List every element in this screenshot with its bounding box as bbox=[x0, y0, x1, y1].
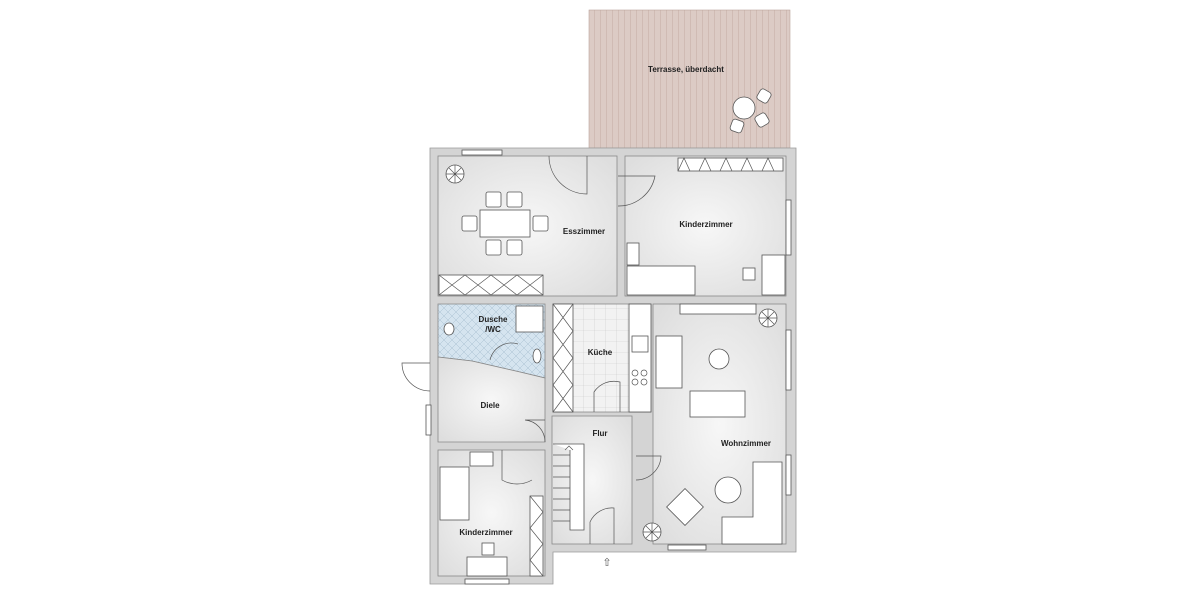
sideboard bbox=[438, 274, 544, 296]
plant-icon bbox=[642, 522, 662, 542]
terrace: Terrasse, überdacht bbox=[588, 9, 791, 149]
door[interactable] bbox=[501, 450, 533, 485]
round-table bbox=[714, 476, 742, 504]
wohnzimmer-label: Wohnzimmer bbox=[721, 439, 771, 448]
door[interactable] bbox=[617, 175, 656, 207]
window bbox=[667, 544, 707, 551]
kinderzimmer-top-label: Kinderzimmer bbox=[679, 220, 732, 229]
room-kinderzimmer-bottom: Kinderzimmer bbox=[437, 449, 546, 585]
esszimmer-label: Esszimmer bbox=[563, 227, 605, 236]
plant-icon bbox=[758, 308, 778, 328]
room-esszimmer: Esszimmer bbox=[437, 149, 618, 297]
corner-sofa bbox=[721, 461, 783, 545]
bed bbox=[439, 466, 470, 521]
window bbox=[785, 454, 792, 496]
room-flur: Flur ⇧ bbox=[551, 415, 633, 569]
door[interactable] bbox=[489, 342, 519, 361]
bed bbox=[626, 265, 696, 296]
door[interactable] bbox=[524, 419, 546, 443]
room-diele: Diele bbox=[401, 356, 546, 443]
window bbox=[425, 404, 432, 436]
kitchen-counter bbox=[628, 303, 652, 413]
diele-label: Diele bbox=[480, 401, 500, 410]
arrow-up-icon: ⇧ bbox=[602, 557, 611, 569]
stove-icon bbox=[631, 369, 648, 386]
tv-board bbox=[679, 303, 757, 315]
sofa bbox=[655, 335, 683, 389]
terrace-label: Terrasse, überdacht bbox=[648, 65, 724, 74]
terrace-table-set bbox=[729, 88, 772, 134]
room-kinderzimmer-top: Kinderzimmer bbox=[617, 155, 792, 297]
wardrobe bbox=[677, 157, 784, 172]
kinderzimmer-bottom-label: Kinderzimmer bbox=[459, 528, 512, 537]
armchair bbox=[666, 488, 704, 526]
desk bbox=[761, 254, 786, 296]
room-wohnzimmer: Wohnzimmer bbox=[635, 303, 792, 551]
shower bbox=[515, 305, 544, 333]
door[interactable] bbox=[401, 362, 431, 392]
window bbox=[785, 199, 792, 256]
door[interactable] bbox=[548, 155, 588, 195]
toilet-icon bbox=[443, 322, 455, 336]
coffee-table bbox=[708, 348, 730, 370]
front-door[interactable] bbox=[589, 507, 615, 544]
kueche-label: Küche bbox=[588, 348, 613, 357]
flur-label: Flur bbox=[592, 429, 607, 438]
staircase bbox=[553, 443, 585, 531]
bath-label-line2: /WC bbox=[485, 325, 501, 334]
window bbox=[785, 329, 792, 391]
window bbox=[461, 149, 503, 156]
kitchen-cabinets bbox=[552, 303, 574, 413]
plant-icon bbox=[445, 164, 465, 184]
bath-label-line1: Dusche bbox=[479, 315, 508, 324]
desk bbox=[466, 556, 508, 577]
window bbox=[464, 578, 510, 585]
door[interactable] bbox=[593, 380, 621, 412]
sofa bbox=[689, 390, 746, 418]
dining-table bbox=[479, 209, 531, 238]
sink-icon bbox=[532, 348, 542, 364]
room-kueche: Küche bbox=[552, 303, 652, 413]
sink-icon bbox=[631, 335, 649, 353]
door[interactable] bbox=[635, 455, 662, 481]
